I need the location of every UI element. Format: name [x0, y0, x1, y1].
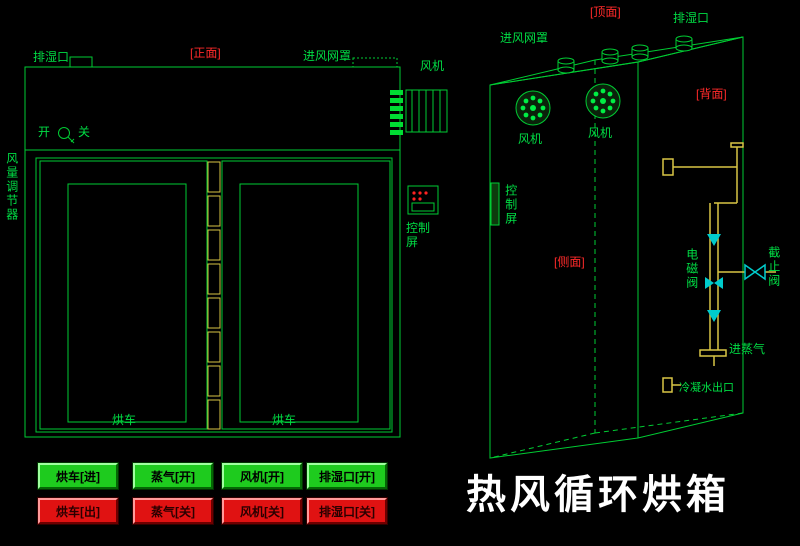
front-fan-label: 风机	[420, 59, 445, 73]
drawing-title: 热风循环烘箱	[466, 472, 730, 517]
iso-top-tag: [顶面]	[590, 5, 621, 19]
front-control-label: 控制屏	[406, 221, 431, 249]
regulator-label: 风量调节器	[4, 152, 19, 222]
iso-vent-label: 排湿口	[673, 11, 710, 25]
steam-inlet-label: 进蒸气	[729, 342, 766, 356]
button-vent-open[interactable]: 排湿口[开]	[307, 463, 387, 489]
button-steam-off[interactable]: 蒸气[关]	[133, 498, 213, 524]
button-cart-out[interactable]: 烘车[出]	[38, 498, 118, 524]
hinge-strip	[207, 161, 221, 430]
button-fan-on[interactable]: 风机[开]	[222, 463, 302, 489]
switch-on-label: 开	[38, 125, 51, 139]
fan-impeller-left	[515, 90, 551, 126]
front-view-tag: [正面]	[190, 46, 221, 60]
fan-icon	[390, 89, 448, 135]
front-inlet-label: 进风网罩	[303, 49, 352, 63]
condensate-label: 冷凝水出口	[679, 382, 734, 394]
front-vent-label: 排湿口	[33, 50, 70, 64]
button-steam-on[interactable]: 蒸气[开]	[133, 463, 213, 489]
solenoid-valve-icon	[705, 234, 723, 322]
door-left	[39, 160, 208, 430]
power-switch-icon	[58, 127, 75, 144]
fan-impeller-right	[585, 83, 621, 119]
iso-fan-right-label: 风机	[588, 126, 613, 140]
cart-left-label: 烘车	[112, 413, 137, 427]
switch-off-label: 关	[78, 125, 91, 139]
button-cart-in[interactable]: 烘车[进]	[38, 463, 118, 489]
front-view-outline	[24, 56, 401, 438]
exhaust-vent-cylinders	[631, 35, 693, 61]
iso-back-tag: [背面]	[696, 87, 727, 101]
solenoid-valve-label: 电磁阀	[684, 248, 699, 290]
iso-control-label: 控制屏	[503, 184, 518, 226]
iso-fan-left-label: 风机	[518, 132, 543, 146]
door-right	[221, 160, 391, 430]
inlet-vent-cylinders	[557, 48, 619, 74]
cart-right-label: 烘车	[272, 413, 297, 427]
iso-side-tag: [侧面]	[554, 255, 585, 269]
stop-valve-icon	[744, 263, 766, 281]
button-vent-close[interactable]: 排湿口[关]	[307, 498, 387, 524]
button-fan-off[interactable]: 风机[关]	[222, 498, 302, 524]
steam-pipe-assembly	[662, 142, 776, 366]
control-screen-icon	[407, 185, 439, 215]
condensate-outlet-icon	[662, 377, 681, 393]
stop-valve-label: 截止阀	[766, 246, 781, 288]
iso-control-screen-icon	[490, 182, 500, 226]
iso-inlet-label: 进风网罩	[500, 31, 549, 45]
